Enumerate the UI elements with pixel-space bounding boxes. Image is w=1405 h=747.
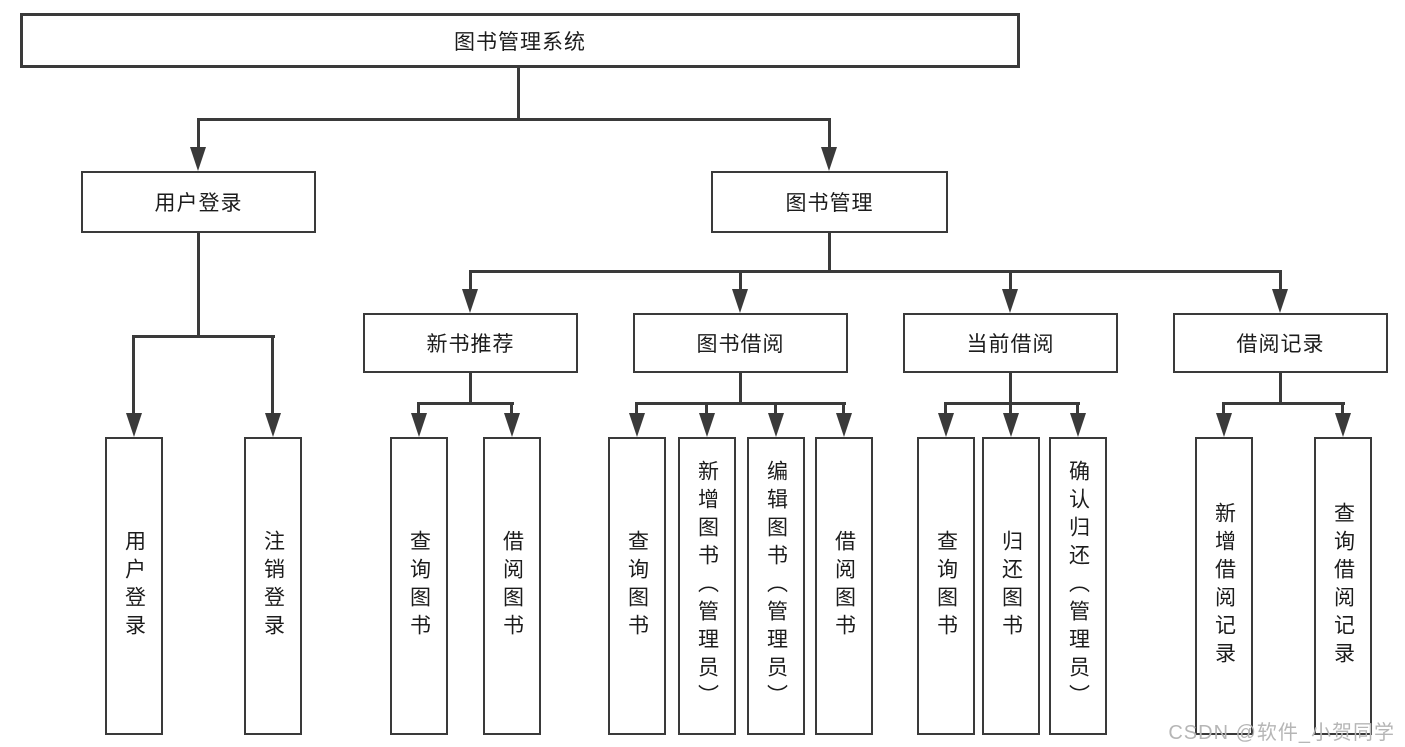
connector-drop (1279, 270, 1282, 291)
leaf-user-login: 用户登录 (105, 437, 163, 735)
node-label: 新增图书（管理员） (695, 460, 719, 712)
arrow-down-icon (768, 413, 784, 437)
connector-drop (1222, 402, 1225, 415)
node-new-book-recommend: 新书推荐 (363, 313, 578, 373)
connector-level2-bar (197, 118, 831, 121)
arrow-down-icon (411, 413, 427, 437)
arrow-down-icon (1335, 413, 1351, 437)
csdn-watermark: CSDN @软件_小贺同学 (1168, 722, 1395, 744)
node-label: 新书推荐 (426, 333, 515, 356)
arrow-down-icon (938, 413, 954, 437)
connector-book-borrow-stem (739, 373, 742, 404)
node-book-management: 图书管理 (711, 171, 948, 233)
connector-drop (1009, 402, 1012, 415)
arrow-down-icon (732, 289, 748, 313)
arrow-down-icon (1003, 413, 1019, 437)
node-label: 确认归还（管理员） (1066, 460, 1090, 712)
connector-drop (705, 402, 708, 415)
connector-drop (1341, 402, 1344, 415)
node-label: 注销登录 (261, 530, 285, 642)
node-label: 查询图书 (625, 530, 649, 642)
connector-new-book-bar (418, 402, 514, 405)
node-label: 借阅图书 (500, 530, 524, 642)
connector-borrow-records-bar (1223, 402, 1345, 405)
connector-drop (1076, 402, 1079, 415)
connector-drop (944, 402, 947, 415)
arrow-down-icon (1272, 289, 1288, 313)
connector-drop (1009, 270, 1012, 291)
leaf-borrow-books: 借阅图书 (815, 437, 873, 735)
connector-current-borrow-bar (945, 402, 1080, 405)
leaf-return-book: 归还图书 (982, 437, 1040, 735)
connector-new-book-stem (469, 373, 472, 404)
node-label: 查询图书 (934, 530, 958, 642)
node-label: 用户登录 (122, 530, 146, 642)
connector-drop (842, 402, 845, 415)
connector-drop (828, 118, 831, 149)
leaf-query-borrow-record: 查询借阅记录 (1314, 437, 1372, 735)
arrow-down-icon (699, 413, 715, 437)
node-user-login: 用户登录 (81, 171, 316, 233)
connector-drop (132, 335, 135, 415)
node-label: 图书管理 (785, 192, 874, 215)
connector-drop (635, 402, 638, 415)
node-label: 查询借阅记录 (1331, 502, 1355, 670)
arrow-down-icon (629, 413, 645, 437)
arrow-down-icon (1216, 413, 1232, 437)
node-label: 借阅记录 (1236, 333, 1325, 356)
arrow-down-icon (265, 413, 281, 437)
connector-level3-bar (469, 270, 1282, 273)
connector-root-stem (517, 68, 520, 120)
node-label: 图书借阅 (696, 333, 785, 356)
node-label: 图书管理系统 (454, 30, 586, 54)
leaf-logout: 注销登录 (244, 437, 302, 735)
leaf-add-borrow-record: 新增借阅记录 (1195, 437, 1253, 735)
connector-drop (739, 270, 742, 291)
node-label: 归还图书 (999, 530, 1023, 642)
arrow-down-icon (836, 413, 852, 437)
leaf-borrow-books-recommend: 借阅图书 (483, 437, 541, 735)
arrow-down-icon (462, 289, 478, 313)
arrow-down-icon (504, 413, 520, 437)
arrow-down-icon (821, 147, 837, 171)
arrow-down-icon (1070, 413, 1086, 437)
node-library-system: 图书管理系统 (20, 13, 1020, 68)
arrow-down-icon (1002, 289, 1018, 313)
node-current-borrow: 当前借阅 (903, 313, 1118, 373)
node-label: 借阅图书 (832, 530, 856, 642)
node-label: 当前借阅 (966, 333, 1055, 356)
leaf-query-books-recommend: 查询图书 (390, 437, 448, 735)
leaf-confirm-return-admin: 确认归还（管理员） (1049, 437, 1107, 735)
connector-book-mgmt-stem (828, 233, 831, 273)
connector-drop (271, 335, 274, 415)
arrow-down-icon (190, 147, 206, 171)
node-borrow-records: 借阅记录 (1173, 313, 1388, 373)
connector-current-borrow-stem (1009, 373, 1012, 404)
connector-drop (469, 270, 472, 291)
leaf-query-books-current: 查询图书 (917, 437, 975, 735)
connector-user-login-stem (197, 233, 200, 338)
leaf-query-books-borrow: 查询图书 (608, 437, 666, 735)
connector-user-login-bar (132, 335, 275, 338)
leaf-add-book-admin: 新增图书（管理员） (678, 437, 736, 735)
leaf-edit-book-admin: 编辑图书（管理员） (747, 437, 805, 735)
node-label: 编辑图书（管理员） (764, 460, 788, 712)
arrow-down-icon (126, 413, 142, 437)
connector-drop (774, 402, 777, 415)
connector-book-borrow-bar (636, 402, 846, 405)
node-book-borrow: 图书借阅 (633, 313, 848, 373)
connector-drop (510, 402, 513, 415)
node-label: 查询图书 (407, 530, 431, 642)
connector-drop (197, 118, 200, 149)
node-label: 新增借阅记录 (1212, 502, 1236, 670)
connector-drop (417, 402, 420, 415)
node-label: 用户登录 (154, 192, 243, 215)
connector-borrow-records-stem (1279, 373, 1282, 404)
